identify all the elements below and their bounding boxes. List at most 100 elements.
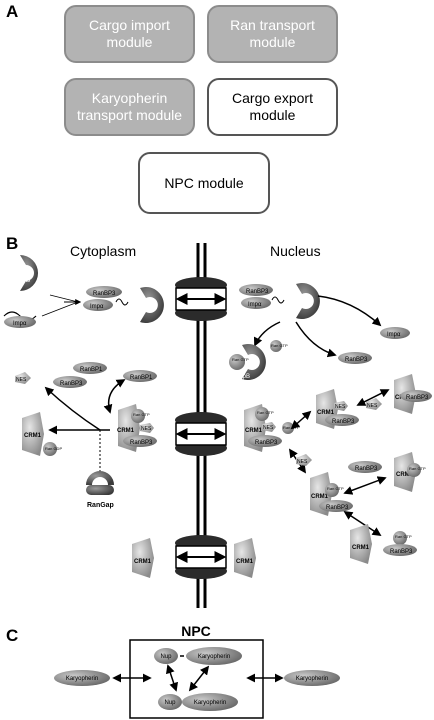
ranbp1-cyto-1: RanBP1 xyxy=(73,362,107,374)
export-dissociation-arrow xyxy=(44,386,101,431)
svg-text:CRM1: CRM1 xyxy=(245,428,263,434)
karyopherin-transport-module: Karyopherin transport module xyxy=(64,78,195,136)
crm1-ranbp3-complex-2: CRM1 RanBP3 xyxy=(394,374,432,414)
svg-text:NES: NES xyxy=(367,403,378,409)
karyopherin-top: Karyopherin xyxy=(186,647,242,665)
cargo-import-module: Cargo import module xyxy=(64,5,195,63)
crm1-ran-complex: CRM1 Ran GTP xyxy=(394,452,426,492)
ran-transport-module: Ran transport module xyxy=(207,5,338,63)
nuclear-pore-3 xyxy=(175,535,227,579)
karyopherin-bottom: Karyopherin xyxy=(182,693,238,711)
export-complex-nucleus-pore: CRM1 Ran GTP NES RanBP3 xyxy=(244,404,282,452)
npc-diagram: NPC Karyopherin Nup Karyopherin Nup Kary… xyxy=(54,623,340,719)
svg-text:NES: NES xyxy=(16,377,27,383)
svg-text:Ran GTP: Ran GTP xyxy=(327,486,344,491)
export-complex-cytoplasm: CRM1 Ran GTP NES RanBP3 xyxy=(117,404,157,452)
crm1-nucleus-free: CRM1 xyxy=(350,524,372,564)
ranbp1-cyto-2: RanBP1 xyxy=(123,370,157,382)
import-complex-nucleus: RanBP3 Impα ImpB xyxy=(239,283,320,319)
svg-text:CRM1: CRM1 xyxy=(134,559,152,565)
karyopherin-left: Karyopherin xyxy=(54,670,110,686)
svg-text:RanBP3: RanBP3 xyxy=(93,291,116,297)
svg-text:CRM1: CRM1 xyxy=(317,410,335,416)
svg-text:Ran GTP: Ran GTP xyxy=(395,534,412,539)
svg-text:ImpB: ImpB xyxy=(236,374,250,380)
svg-text:Ran GTP: Ran GTP xyxy=(133,412,150,417)
svg-text:ImpB: ImpB xyxy=(284,306,301,313)
crm1-ranbp3-complex: CRM1 NES RanBP3 xyxy=(316,389,359,429)
svg-text:CRM1: CRM1 xyxy=(117,428,135,434)
rangap: RanGap xyxy=(86,471,114,509)
nuclear-pore-2 xyxy=(175,412,227,456)
panel-a-letter: A xyxy=(6,2,19,21)
ranbp3-nucleus-2: RanBP3 xyxy=(348,461,382,473)
svg-text:Impα: Impα xyxy=(387,332,401,338)
svg-text:CRM1: CRM1 xyxy=(236,559,254,565)
merge-line-1 xyxy=(49,294,79,303)
ranbp3-nucleus-free: RanBP3 xyxy=(338,352,372,364)
crm1-cyto-free: CRM1 xyxy=(22,412,44,456)
svg-text:Karyopherin: Karyopherin xyxy=(66,676,98,682)
svg-text:CRM1: CRM1 xyxy=(24,433,42,439)
impa-label: Impα xyxy=(13,321,27,327)
ran-gtp-free-nucleus: Ran GTP xyxy=(270,340,288,352)
svg-text:Nup: Nup xyxy=(164,700,176,706)
svg-text:RanBP1: RanBP1 xyxy=(80,367,103,373)
svg-text:Ran GTP: Ran GTP xyxy=(232,357,249,362)
svg-text:NES: NES xyxy=(297,459,308,465)
impa-cargo-free: Impα xyxy=(3,311,37,328)
ranbp3-release-arrow xyxy=(295,321,337,358)
svg-text:ImpB: ImpB xyxy=(126,307,143,314)
svg-text:Karyopherin: Karyopherin xyxy=(296,676,328,682)
cargo-export-module: Cargo export module xyxy=(207,78,338,136)
ranbp1-exchange-arrow xyxy=(103,379,126,414)
nup-top: Nup xyxy=(154,648,178,664)
svg-text:Impα: Impα xyxy=(90,304,104,310)
merge-line-2 xyxy=(41,301,79,317)
svg-text:Ran GTP: Ran GTP xyxy=(257,410,274,415)
impb-ran-arrow xyxy=(253,321,281,347)
nuclear-assembly-arrow-1 xyxy=(290,410,312,430)
arrow-kary-down xyxy=(188,665,210,692)
ranbp3-cyto-1: RanBP3 xyxy=(53,376,87,388)
panel-b-letter: B xyxy=(6,234,19,253)
svg-text:RanBP1: RanBP1 xyxy=(130,375,153,381)
impa-nucleus: Impα xyxy=(380,327,410,339)
svg-text:Impα: Impα xyxy=(248,302,262,308)
svg-text:RanBP3: RanBP3 xyxy=(246,289,269,295)
panel-c-letter: C xyxy=(6,626,19,645)
nes-cyto: NES xyxy=(15,372,31,384)
svg-text:RanBP3: RanBP3 xyxy=(345,357,368,363)
impa-release-arrow xyxy=(317,295,382,327)
svg-text:NES: NES xyxy=(141,426,152,432)
import-complex-cytoplasm: RanBP3 Impα ImpB xyxy=(83,286,164,324)
nuclear-assembly-arrow-2 xyxy=(356,389,390,406)
svg-text:CRM1: CRM1 xyxy=(396,472,414,478)
karyopherin-right: Karyopherin xyxy=(284,670,340,686)
svg-text:RanBP3: RanBP3 xyxy=(332,419,355,425)
crm1-cyto-pore3: CRM1 xyxy=(132,538,154,578)
svg-text:Karyopherin: Karyopherin xyxy=(194,700,226,706)
nes-nucleus-2: NES xyxy=(296,454,312,466)
svg-text:RanBP3: RanBP3 xyxy=(255,440,278,446)
svg-text:RanBP3: RanBP3 xyxy=(390,549,413,555)
npc-title: NPC xyxy=(181,623,211,639)
nuclear-assembly-arrow-4 xyxy=(343,476,387,495)
svg-text:Ran GDP: Ran GDP xyxy=(45,446,62,451)
ran-ranbp3-complex: Ran GTP RanBP3 xyxy=(383,531,417,556)
svg-text:CRM1: CRM1 xyxy=(352,545,370,551)
cytoplasm-label: Cytoplasm xyxy=(70,243,137,259)
svg-text:RanGap: RanGap xyxy=(87,502,114,509)
svg-text:RanBP3: RanBP3 xyxy=(326,505,349,511)
svg-text:RanBP3: RanBP3 xyxy=(406,395,429,401)
impb-ran-complex: Ran GTP ImpB xyxy=(229,344,266,381)
svg-text:RanBP3: RanBP3 xyxy=(130,440,153,446)
impb-cytoplasm-free: ImpB xyxy=(14,254,39,291)
svg-text:Ran GTP: Ran GTP xyxy=(271,343,288,348)
nuclear-pore-1 xyxy=(175,277,227,321)
svg-text:CRM1: CRM1 xyxy=(311,494,329,500)
npc-module: NPC module xyxy=(138,152,270,214)
nucleus-label: Nucleus xyxy=(270,243,321,259)
svg-text:Ran GTP: Ran GTP xyxy=(409,466,426,471)
arrow-nup-down xyxy=(166,664,178,692)
